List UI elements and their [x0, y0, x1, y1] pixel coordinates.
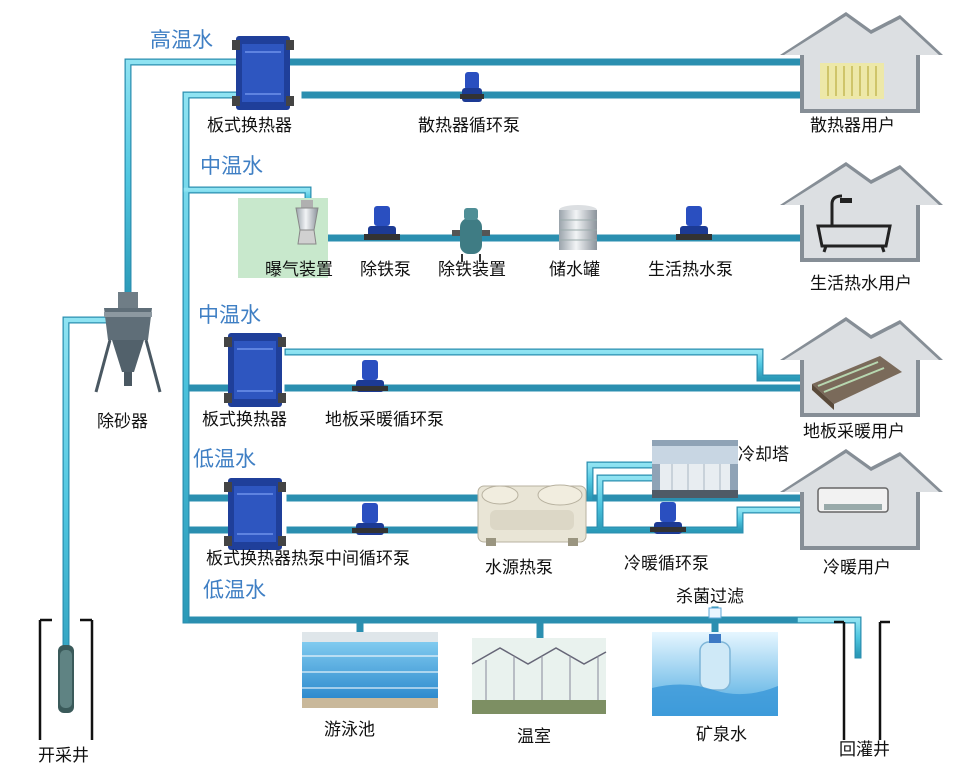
radiator-user-house-icon [780, 12, 943, 113]
water-source-heat-pump-icon [477, 484, 587, 546]
swimming-pool-label: 游泳池 [324, 720, 375, 740]
reinjection-well-icon [834, 620, 890, 740]
plate-heat-exchanger-heat-pump-intermediate-pump-label: 板式换热器热泵中间循环泵 [206, 549, 410, 569]
mineral-water-image [652, 632, 778, 716]
desander-label: 除砂器 [97, 412, 148, 432]
floor-heating-pump-label: 地板采暖循环泵 [325, 410, 444, 430]
aeration-device-icon [238, 198, 328, 278]
water-source-heat-pump-label: 水源热泵 [485, 558, 553, 578]
high-temp-water-label: 高温水 [150, 28, 213, 52]
floor-heating-user-house-icon [780, 317, 943, 417]
greenhouse-label: 温室 [517, 727, 551, 747]
plate-heat-exchanger-2-icon [224, 333, 286, 407]
storage-tank-icon [559, 205, 597, 250]
iron-removal-device-icon [452, 208, 490, 262]
hot-water-user-label: 生活热水用户 [810, 274, 912, 294]
cooling-heating-pump-icon [650, 502, 686, 534]
cooling-heating-pump-label: 冷暖循环泵 [624, 554, 709, 574]
greenhouse-image [471, 638, 607, 714]
floor-heating-pump-icon [352, 360, 388, 392]
cooling-tower-icon [652, 440, 738, 498]
production-well-label: 开采井 [38, 746, 89, 766]
radiator-pump-label: 散热器循环泵 [418, 116, 520, 136]
radiator-pump-icon [460, 72, 484, 102]
mid-temp-water-label-1: 中温水 [200, 154, 263, 178]
hot-water-pump-icon [676, 206, 712, 240]
aeration-device-label: 曝气装置 [265, 260, 333, 280]
cooling-heating-user-label: 冷暖用户 [823, 558, 891, 578]
production-well-icon [38, 618, 94, 740]
sterilize-filter-icon [708, 607, 722, 619]
floor-heating-user-label: 地板采暖用户 [803, 422, 905, 442]
reinjection-well-label: 回灌井 [839, 740, 890, 760]
storage-tank-label: 储水罐 [549, 260, 600, 280]
hot-water-pump-label: 生活热水泵 [648, 260, 733, 280]
hot-water-user-house-icon [780, 162, 943, 262]
low-temp-water-label-2: 低温水 [203, 578, 266, 602]
sterilize-filter-label: 杀菌过滤 [676, 587, 744, 607]
radiator-user-label: 散热器用户 [810, 116, 895, 136]
low-temp-water-label-1: 低温水 [193, 447, 256, 471]
iron-removal-device-label: 除铁装置 [438, 260, 506, 280]
plate-heat-exchanger-1-icon [232, 36, 294, 110]
cooling-heating-user-house-icon [780, 449, 943, 550]
plate-heat-exchanger-1-label: 板式换热器 [207, 116, 292, 136]
intermediate-pump-icon [352, 503, 388, 535]
iron-removal-pump-icon [364, 206, 400, 240]
mineral-water-label: 矿泉水 [696, 725, 747, 745]
desander-icon [94, 292, 162, 393]
iron-removal-pump-label: 除铁泵 [360, 260, 411, 280]
plate-heat-exchanger-3-icon [224, 478, 286, 550]
cooling-tower-label: 冷却塔 [738, 445, 789, 465]
plate-heat-exchanger-2-label: 板式换热器 [202, 410, 287, 430]
swimming-pool-image [302, 632, 438, 708]
mid-temp-water-label-2: 中温水 [198, 303, 261, 327]
